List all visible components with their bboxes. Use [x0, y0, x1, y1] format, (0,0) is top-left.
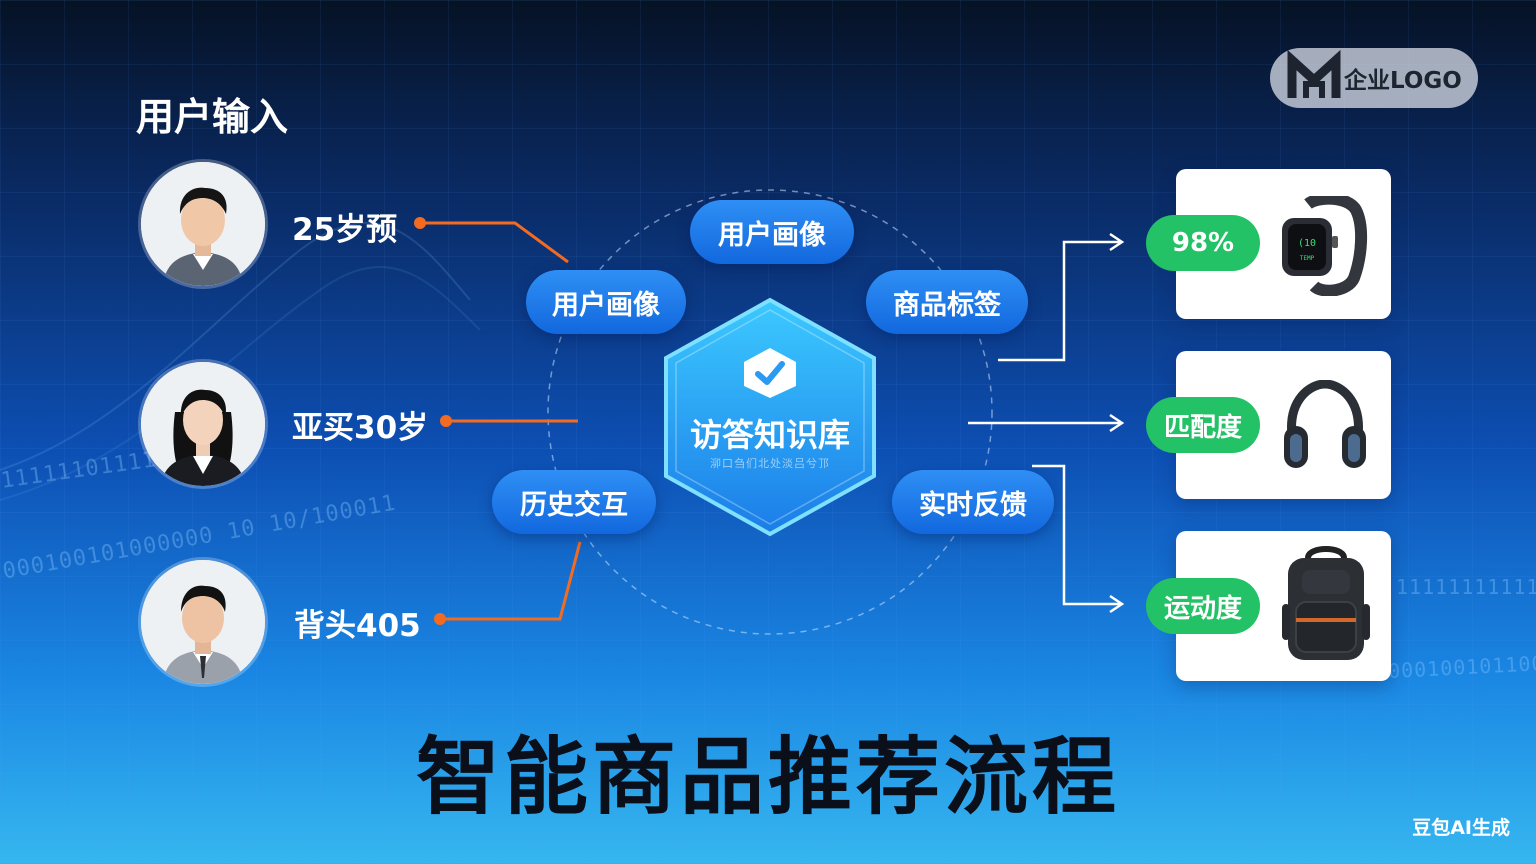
match-badge-3: 运动度 — [1146, 578, 1260, 634]
section-title: 用户输入 — [136, 95, 289, 139]
knowledge-base-hub — [664, 297, 876, 537]
user-avatar-2 — [141, 362, 265, 486]
match-badge-1: 98% — [1146, 215, 1260, 271]
feature-pill-upper-left: 用户画像 — [526, 270, 686, 334]
feature-pill-upper-right: 商品标签 — [866, 270, 1028, 334]
user-avatar-1 — [141, 162, 265, 286]
binary-deco-right-mid: 11111111111 — [1396, 575, 1536, 599]
headphones-icon — [1284, 380, 1366, 468]
wave-deco-2 — [0, 266, 481, 501]
svg-text:TEMP: TEMP — [1300, 255, 1315, 262]
wave-deco — [0, 221, 471, 471]
company-logo: 企业LOGO — [1270, 48, 1478, 108]
feature-pill-lower-right: 实时反馈 — [892, 470, 1054, 534]
person-icon — [141, 162, 265, 286]
logo-mark-icon — [1287, 50, 1341, 98]
svg-text:(10: (10 — [1298, 238, 1316, 249]
connector-dot-3 — [434, 613, 446, 625]
user-label-1: 25岁预 — [292, 212, 398, 248]
main-title: 智能商品推荐流程 — [415, 728, 1120, 826]
logo-text: 企业LOGO — [1344, 68, 1462, 94]
user-label-3: 背头405 — [294, 608, 421, 644]
smartwatch-icon: (10 TEMP — [1282, 196, 1368, 296]
knowledge-base-icon — [744, 348, 796, 398]
match-badge-2: 匹配度 — [1146, 397, 1260, 453]
dashed-orbit — [547, 189, 993, 635]
connector-dot-1 — [414, 217, 426, 229]
person-icon — [141, 362, 265, 486]
connector-user-3 — [440, 541, 582, 621]
hub-subtitle: 泖口刍们北处淡吕兮邒 — [710, 457, 830, 470]
feature-pill-top: 用户画像 — [690, 200, 854, 264]
connector-dot-2 — [440, 415, 452, 427]
arrow-result-3 — [1032, 464, 1120, 606]
backpack-icon — [1282, 546, 1370, 660]
ai-watermark: 豆包AI生成 — [1412, 817, 1510, 839]
arrow-result-1 — [998, 240, 1120, 362]
person-icon — [141, 560, 265, 684]
feature-pill-lower-left: 历史交互 — [492, 470, 656, 534]
user-label-2: 亚买30岁 — [292, 410, 429, 446]
hub-title: 访答知识库 — [689, 416, 850, 454]
connector-user-1 — [420, 221, 569, 264]
user-avatar-3 — [141, 560, 265, 684]
